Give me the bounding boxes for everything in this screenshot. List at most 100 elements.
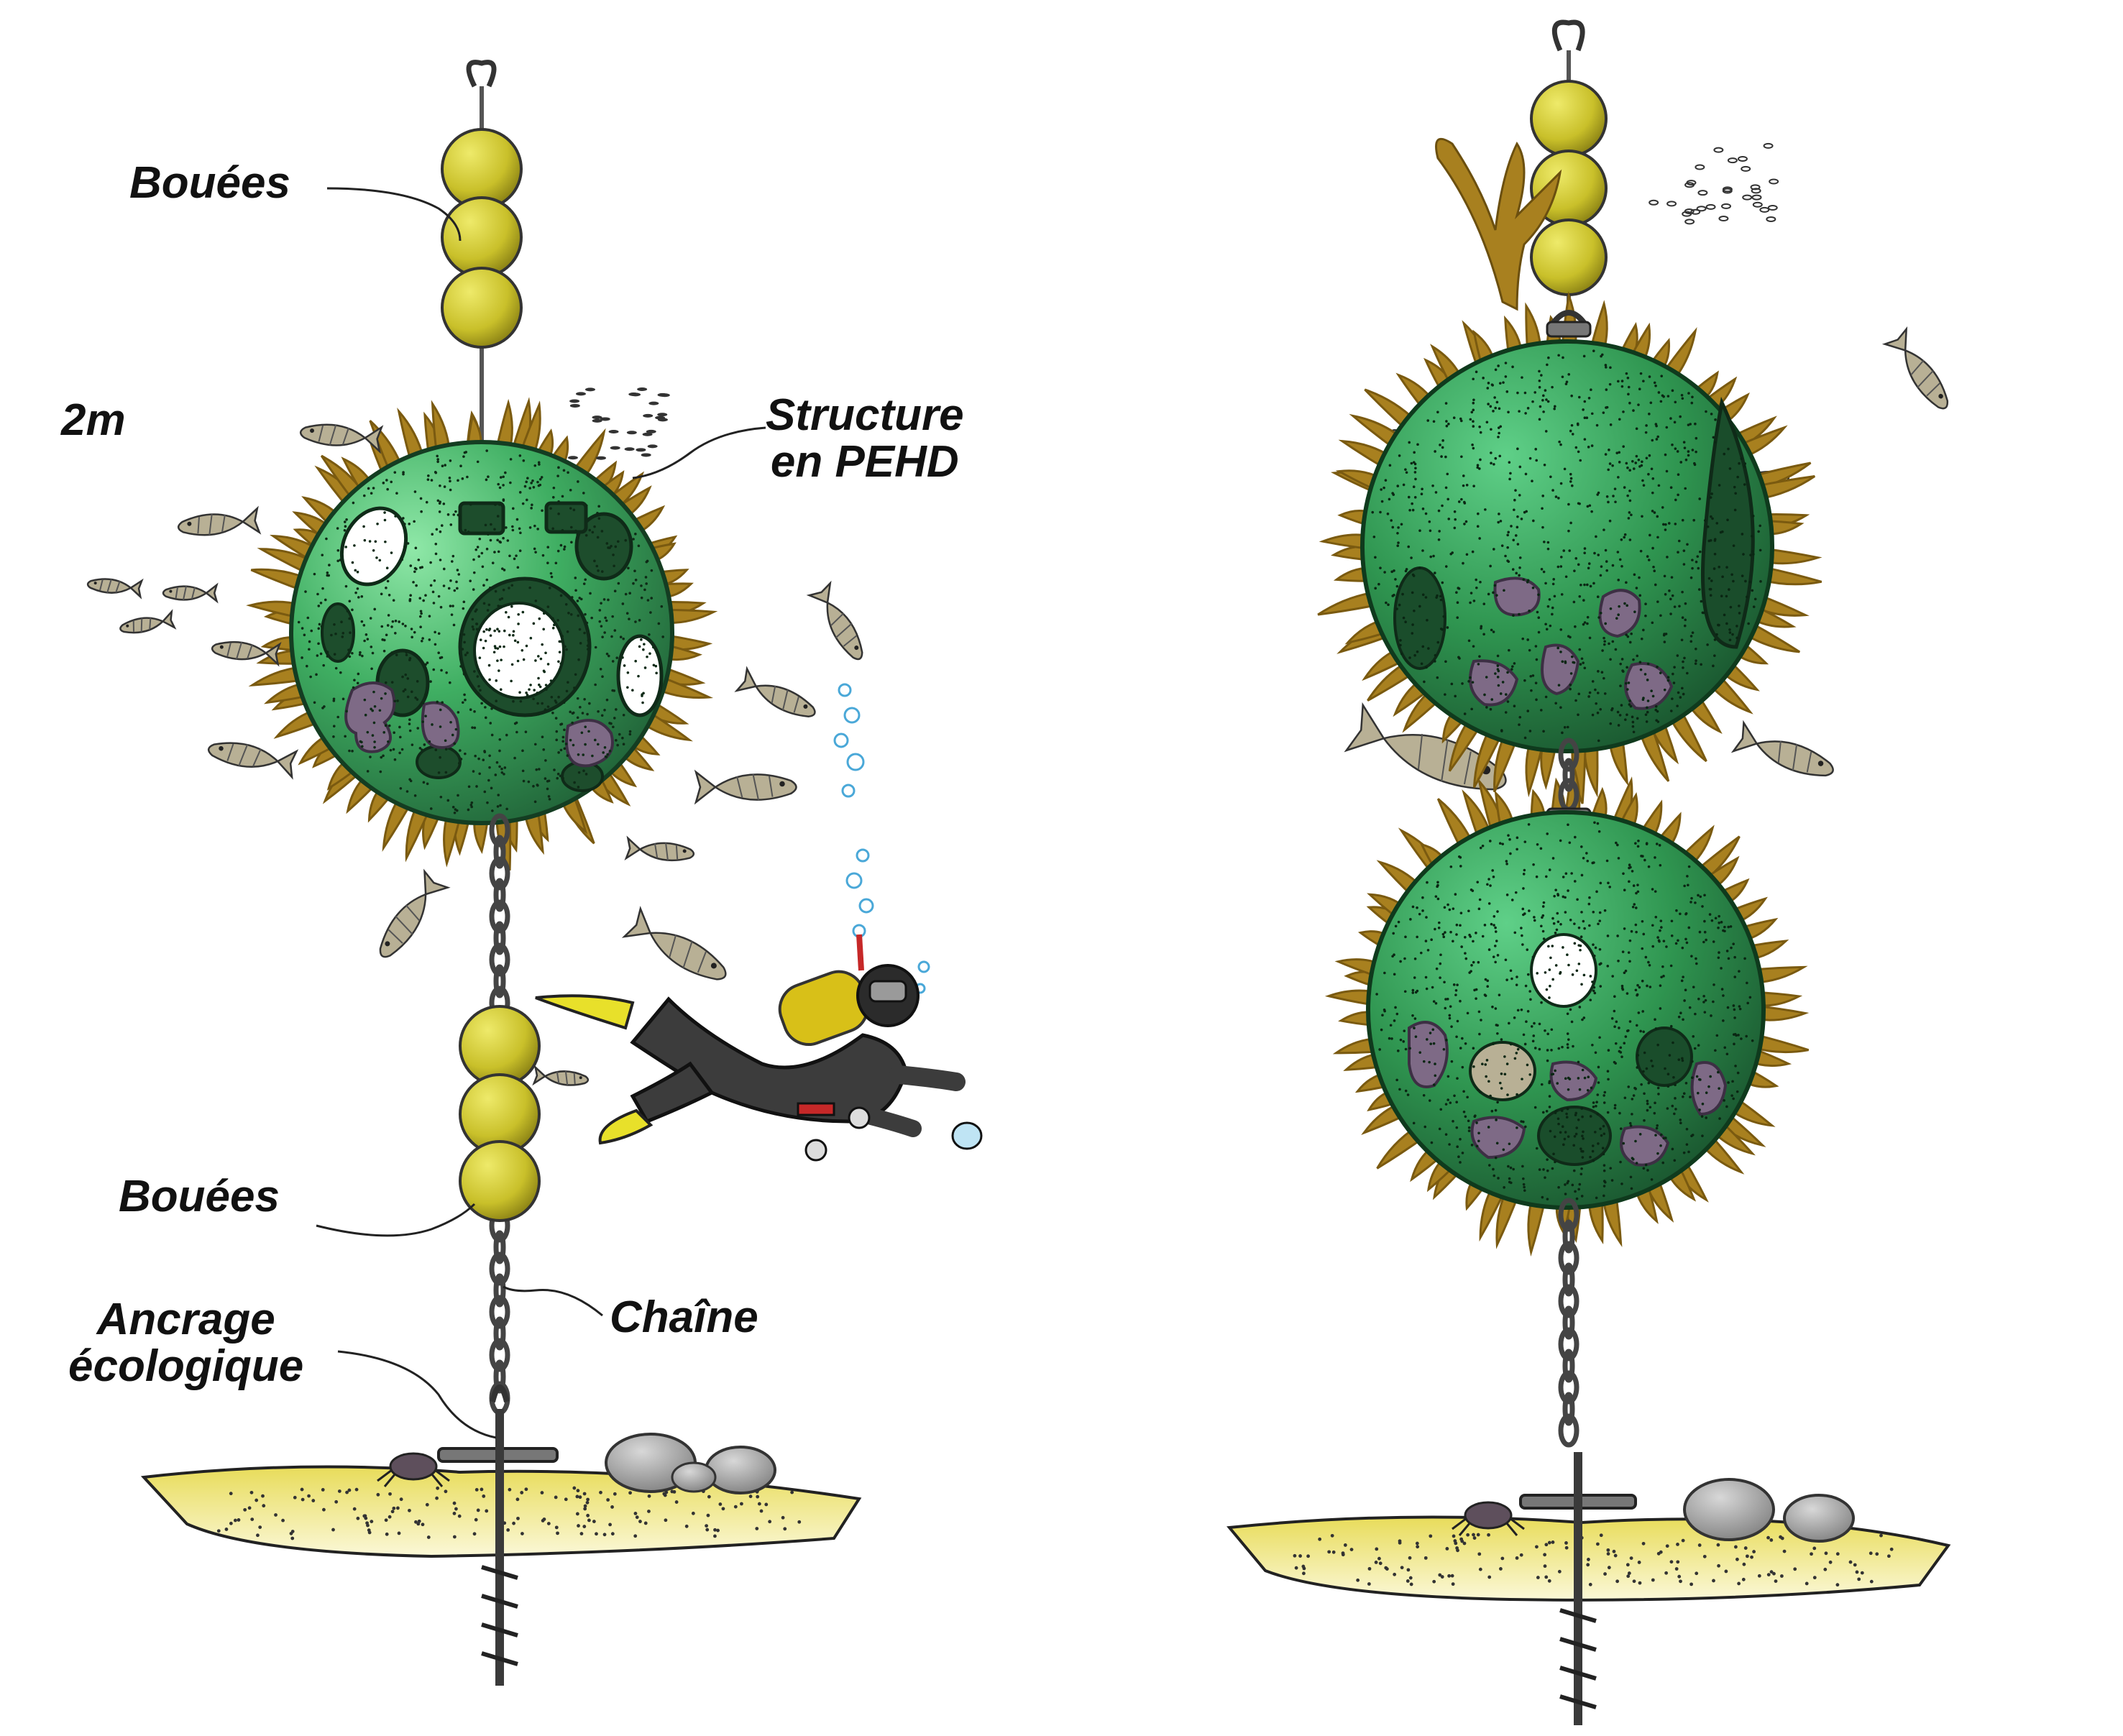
fish-icon — [211, 640, 282, 667]
fish-icon — [86, 578, 144, 600]
fish-fry — [1695, 164, 1705, 170]
fish-icon — [207, 742, 299, 780]
seaweed-blade — [257, 548, 315, 576]
fish-fry — [1751, 194, 1762, 201]
fish-icon — [299, 423, 384, 454]
fish-fry — [655, 415, 666, 420]
fish-fry — [1720, 203, 1731, 209]
seaweed-blade — [1495, 1189, 1521, 1249]
fish-fry — [1666, 201, 1677, 207]
fish-fry — [1741, 165, 1751, 172]
fish-fry — [1697, 190, 1708, 196]
buoy-icon — [459, 1140, 541, 1222]
fish-fry — [567, 456, 578, 460]
seaweed-blade — [1753, 475, 1816, 500]
fish-icon — [532, 1065, 590, 1086]
seaweed-blade — [1742, 620, 1801, 653]
label-structure: Structure en PEHD — [766, 392, 964, 485]
seaweed-blade — [431, 400, 451, 457]
screw-anchor-icon — [437, 1384, 559, 1686]
fish-fry — [642, 432, 653, 436]
seaweed-blade — [661, 608, 718, 625]
fish-fry — [636, 448, 646, 452]
callout-line-chain — [503, 1285, 603, 1317]
fish-fry — [1705, 203, 1716, 210]
fish-icon — [177, 505, 262, 536]
fish-fry — [610, 446, 620, 450]
fish-fry — [628, 392, 639, 396]
seaweed-blade — [246, 600, 303, 620]
seaweed-blade — [443, 811, 462, 868]
fish-fry — [1684, 208, 1695, 214]
rock-icon — [1783, 1494, 1855, 1543]
label-anchor: Ancrage écologique — [68, 1296, 303, 1390]
fish-fry — [641, 453, 651, 457]
seaweed-blade — [1762, 547, 1822, 565]
fish-icon — [379, 868, 451, 958]
fish-fry — [1759, 206, 1770, 213]
top-shackle-icon — [1551, 19, 1585, 52]
right-lower-reef-sphere — [1366, 807, 1766, 1210]
bubbles — [833, 683, 930, 994]
scuba-diver-icon — [535, 934, 983, 1162]
sphere-opening — [1530, 933, 1597, 1008]
left-bottom-buoys — [459, 1005, 541, 1222]
fish-fry — [643, 413, 654, 418]
seaweed-blade — [1448, 716, 1483, 772]
fish-fry — [624, 447, 635, 451]
seaweed-blade — [518, 400, 541, 459]
fish-fry — [584, 387, 595, 392]
buoy-icon — [441, 267, 523, 349]
right-upper-reef-sphere — [1360, 310, 1774, 753]
seaweed-blade — [654, 674, 714, 699]
fish-icon — [162, 582, 219, 604]
chain-icon — [1558, 1198, 1579, 1448]
seaweed-blade — [1638, 723, 1670, 782]
fish-fry — [1737, 155, 1748, 162]
fish-fry — [1713, 147, 1724, 153]
crab-icon — [377, 1452, 450, 1487]
fish-fry — [1751, 188, 1761, 194]
seaweed-blade — [1364, 388, 1417, 433]
seaweed-blade — [1527, 1195, 1547, 1257]
fish-fry — [1684, 219, 1695, 225]
seaweed-blade — [250, 568, 309, 593]
fish-fry — [1742, 194, 1753, 201]
fish-fry — [1722, 188, 1733, 194]
buoy-icon — [441, 196, 523, 278]
fish-fry — [637, 387, 648, 392]
seaweed-blade — [1479, 1184, 1507, 1242]
fish-fry — [1727, 157, 1738, 164]
fish-fry — [1767, 205, 1778, 211]
seaweed-blade — [397, 408, 426, 466]
seaweed-blade — [1493, 732, 1519, 793]
seaweed-blade — [1750, 965, 1808, 984]
left-top-buoys — [441, 60, 523, 460]
fish-fry — [1750, 184, 1761, 190]
fish-icon — [621, 906, 727, 980]
fish-fry — [647, 444, 658, 449]
left-reef-sphere — [289, 440, 674, 825]
fish-fry — [600, 417, 610, 421]
fish-fry — [646, 429, 656, 433]
seaweed-blade — [1760, 566, 1822, 586]
fish-fry — [1649, 199, 1659, 206]
fish-fry — [1686, 180, 1697, 186]
fish-fry — [626, 431, 637, 435]
label-chain: Chaîne — [610, 1292, 758, 1342]
fish-fry — [592, 418, 602, 423]
seaweed-blade — [1317, 591, 1380, 616]
fish-fry — [575, 392, 586, 396]
seaweed-blade — [1754, 1004, 1810, 1021]
fish-fry — [595, 456, 606, 460]
label-structure-line1: Structure — [766, 390, 964, 440]
screw-anchor-icon — [1519, 1452, 1637, 1725]
callout-line-structure — [632, 426, 766, 479]
label-structure-line2: en PEHD — [770, 437, 959, 487]
fish-icon — [119, 609, 177, 634]
sponge — [1493, 577, 1541, 617]
fish-fry — [1690, 208, 1701, 215]
fish-icon — [1730, 720, 1834, 777]
